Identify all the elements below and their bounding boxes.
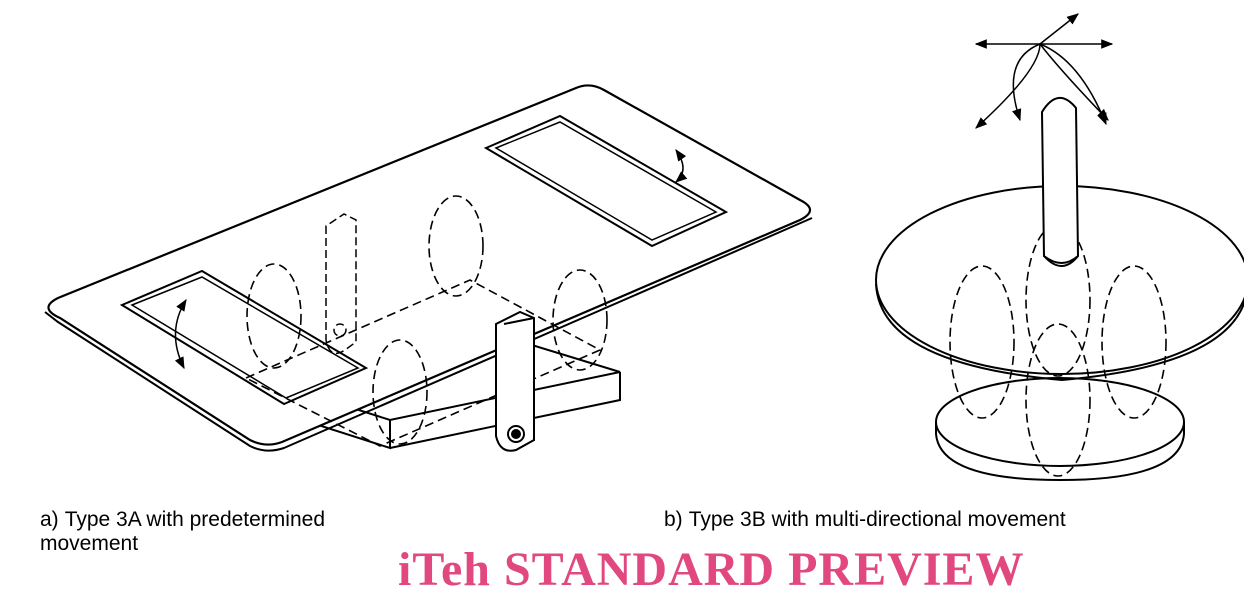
caption-b-text: Type 3B with multi-directional movement — [688, 508, 1066, 531]
caption-a-label: a) — [40, 508, 59, 531]
front-bracket — [495, 310, 535, 452]
tilting-plate — [44, 84, 813, 452]
figure-b-type-3b — [875, 13, 1244, 482]
multi-direction-arrows — [974, 13, 1114, 129]
watermark-text: iTeh STANDARD PREVIEW — [398, 543, 1025, 596]
caption-b: b)Type 3B with multi-directional movemen… — [664, 508, 1224, 532]
joystick-handle — [1040, 97, 1080, 267]
rotation-arrow-left — [174, 298, 187, 370]
figure-a-type-3a — [44, 84, 813, 452]
rotation-arrow-right — [675, 149, 688, 183]
caption-a-text: Type 3A with predetermined movement — [40, 508, 326, 555]
hidden-rollers — [244, 195, 608, 447]
hidden-rollers-b — [949, 223, 1167, 477]
caption-b-label: b) — [664, 508, 683, 531]
caption-a: a)Type 3A with predetermined movement — [40, 508, 340, 556]
lower-disc — [935, 377, 1185, 482]
rear-bracket — [325, 213, 357, 355]
